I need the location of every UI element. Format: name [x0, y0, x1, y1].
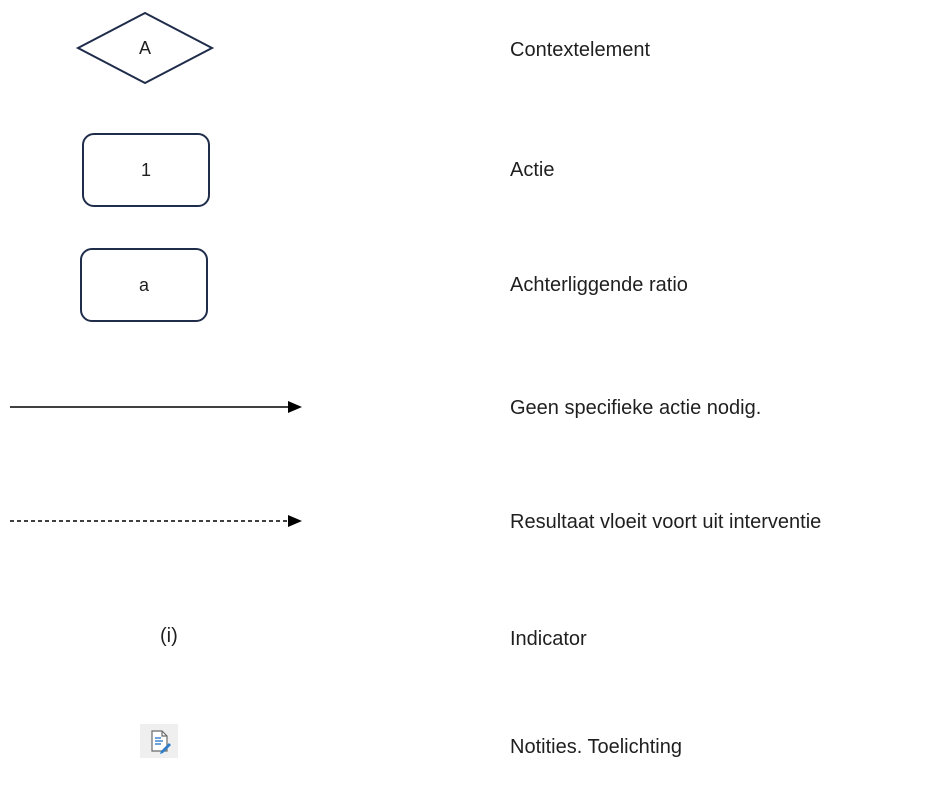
- notes-icon: [140, 724, 178, 758]
- notes-description: Notities. Toelichting: [510, 736, 682, 758]
- rationale-description: Achterliggende ratio: [510, 274, 688, 296]
- context-element-label: A: [138, 37, 151, 58]
- indicator-symbol: (i): [160, 625, 178, 647]
- intervention-result-description: Resultaat vloeit voort uit interventie: [510, 511, 822, 533]
- no-action-description: Geen specifieke actie nodig.: [510, 397, 762, 419]
- action-symbol: 1: [82, 133, 210, 207]
- action-description: Actie: [510, 159, 555, 181]
- diamond-shape: [75, 11, 215, 85]
- action-label: 1: [140, 159, 151, 180]
- context-element-description: Contextelement: [510, 39, 651, 61]
- diamond-icon: [75, 11, 215, 85]
- rationale-symbol: a: [80, 248, 208, 322]
- indicator-description: Indicator: [510, 628, 587, 650]
- dashed-arrow-right-icon: [10, 515, 302, 527]
- context-element-symbol: A: [75, 10, 215, 86]
- rationale-label: a: [138, 274, 149, 295]
- arrow-right-icon: [10, 401, 302, 413]
